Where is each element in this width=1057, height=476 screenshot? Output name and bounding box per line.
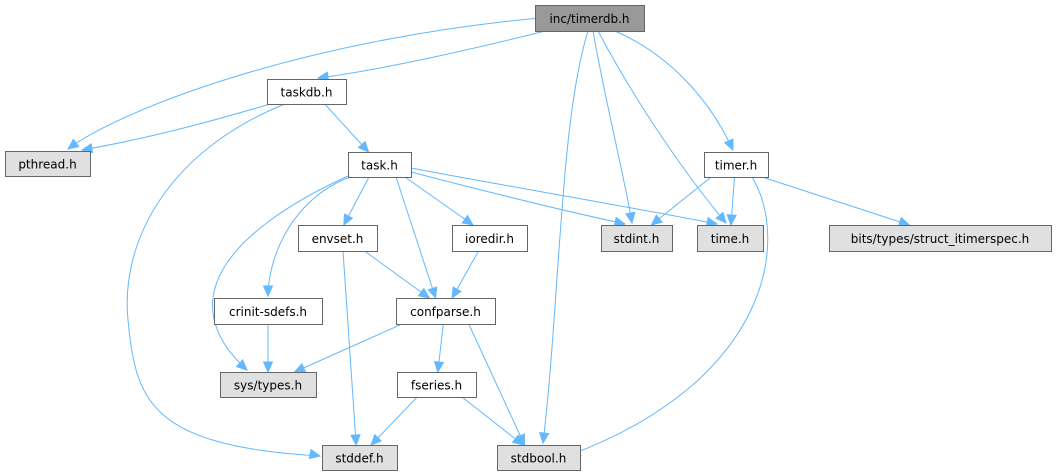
dependency-edge-taskdb-pthread bbox=[81, 103, 271, 151]
arrowhead-icon bbox=[613, 216, 627, 227]
node-box bbox=[396, 298, 496, 325]
arrowhead-icon bbox=[433, 360, 445, 374]
dependency-edge-fseries-stdbool bbox=[461, 396, 524, 446]
dependency-edge-envset-confparse bbox=[364, 250, 430, 299]
dependency-edge-task-crinit bbox=[267, 176, 351, 297]
node-label: stdbool.h bbox=[511, 452, 567, 466]
node-stdint: stdint.h bbox=[601, 225, 673, 252]
dependency-edge-task-ioredir bbox=[404, 176, 474, 226]
node-box bbox=[267, 79, 347, 105]
node-itimerspec: bits/types/struct_itimerspec.h bbox=[829, 225, 1052, 252]
dependency-edge-confparse-stdbool bbox=[468, 323, 526, 446]
arrowhead-icon bbox=[625, 211, 636, 225]
arrowhead-icon bbox=[451, 286, 462, 300]
dependency-edge-timerdb-time bbox=[597, 30, 727, 224]
node-label: time.h bbox=[711, 232, 750, 246]
arrowhead-icon bbox=[262, 285, 274, 298]
node-crinit[interactable]: crinit-sdefs.h bbox=[214, 298, 323, 325]
node-label: task.h bbox=[361, 159, 398, 173]
node-label: ioredir.h bbox=[465, 232, 514, 246]
node-box bbox=[220, 372, 317, 398]
arrowhead-icon bbox=[357, 140, 370, 153]
node-label: timer.h bbox=[715, 159, 757, 173]
node-box bbox=[829, 225, 1052, 252]
arrowhead-icon bbox=[67, 138, 80, 150]
dependency-edge-timer-itimerspec bbox=[761, 176, 910, 226]
arrowhead-icon bbox=[726, 214, 737, 227]
node-label: crinit-sdefs.h bbox=[229, 305, 307, 319]
node-taskdb[interactable]: taskdb.h bbox=[267, 79, 347, 105]
arrowhead-icon bbox=[715, 211, 727, 224]
node-pthread: pthread.h bbox=[5, 151, 91, 177]
dependency-edge-timerdb-timer bbox=[614, 30, 734, 151]
arrowhead-icon bbox=[235, 359, 248, 371]
arrowhead-icon bbox=[539, 431, 550, 445]
node-stddef: stddef.h bbox=[322, 445, 398, 471]
arrowhead-icon bbox=[343, 213, 354, 227]
node-box bbox=[397, 372, 477, 398]
dependency-edge-timerdb-stdbool bbox=[542, 30, 589, 444]
node-box bbox=[601, 225, 673, 252]
node-box bbox=[214, 298, 323, 325]
node-box bbox=[298, 225, 378, 252]
arrowhead-icon bbox=[723, 138, 734, 152]
arrowhead-icon bbox=[350, 434, 361, 447]
dependency-edge-task-systypes bbox=[212, 175, 349, 371]
node-envset[interactable]: envset.h bbox=[298, 225, 378, 252]
dependency-edge-timerdb-pthread bbox=[67, 17, 541, 150]
node-task[interactable]: task.h bbox=[348, 152, 412, 178]
node-box bbox=[452, 225, 528, 252]
node-label: stddef.h bbox=[335, 452, 383, 466]
node-ioredir[interactable]: ioredir.h bbox=[452, 225, 528, 252]
node-label: bits/types/struct_itimerspec.h bbox=[851, 232, 1030, 246]
node-confparse[interactable]: confparse.h bbox=[396, 298, 496, 325]
arrowhead-icon bbox=[511, 434, 525, 446]
dependency-edge-task-time bbox=[410, 167, 718, 225]
node-box bbox=[322, 445, 398, 471]
node-label: confparse.h bbox=[410, 305, 481, 319]
node-label: inc/timerdb.h bbox=[549, 12, 629, 26]
node-box bbox=[5, 151, 91, 177]
arrowhead-icon bbox=[650, 214, 663, 226]
dependency-edge-taskdb-stddef bbox=[126, 103, 321, 457]
nodes: inc/timerdb.h taskdb.h pthread.h task.h time… bbox=[5, 5, 1052, 471]
dependency-edge-task-stdint bbox=[410, 171, 626, 225]
node-fseries[interactable]: fseries.h bbox=[397, 372, 477, 398]
node-label: stdint.h bbox=[614, 232, 660, 246]
node-label: sys/types.h bbox=[234, 379, 302, 393]
node-box bbox=[704, 152, 769, 178]
arrowhead-icon bbox=[370, 433, 383, 446]
dependency-edge-confparse-systypes bbox=[294, 323, 403, 373]
node-stdbool: stdbool.h bbox=[497, 445, 581, 471]
dependency-edge-timerdb-taskdb bbox=[317, 30, 546, 79]
arrowhead-icon bbox=[461, 214, 474, 226]
node-label: envset.h bbox=[312, 232, 364, 246]
node-timerdb[interactable]: inc/timerdb.h bbox=[535, 5, 645, 32]
node-timer[interactable]: timer.h bbox=[704, 152, 769, 178]
dependency-edge-envset-stddef bbox=[342, 250, 357, 446]
node-systypes: sys/types.h bbox=[220, 372, 317, 398]
node-label: fseries.h bbox=[411, 379, 462, 393]
arrowhead-icon bbox=[417, 287, 431, 299]
dependency-edge-taskdb-task bbox=[324, 103, 369, 153]
node-box bbox=[348, 152, 412, 178]
dependency-edge-timer-stdbool bbox=[569, 176, 769, 456]
node-time: time.h bbox=[697, 225, 764, 252]
arrowhead-icon bbox=[293, 362, 307, 373]
edges bbox=[67, 17, 911, 460]
node-label: taskdb.h bbox=[281, 86, 333, 100]
dependency-edge-timerdb-stdint bbox=[592, 30, 633, 224]
node-box bbox=[497, 445, 581, 471]
dependency-edge-timer-stdint bbox=[651, 176, 712, 226]
node-box bbox=[535, 5, 645, 32]
dependency-edge-fseries-stddef bbox=[370, 396, 418, 446]
dependency-edge-task-confparse bbox=[395, 176, 437, 299]
node-label: pthread.h bbox=[18, 158, 76, 172]
node-box bbox=[697, 225, 764, 252]
arrowhead-icon bbox=[262, 361, 274, 374]
arrowhead-icon bbox=[427, 286, 438, 300]
arrowhead-icon bbox=[308, 448, 322, 460]
arrowhead-icon bbox=[897, 216, 911, 227]
